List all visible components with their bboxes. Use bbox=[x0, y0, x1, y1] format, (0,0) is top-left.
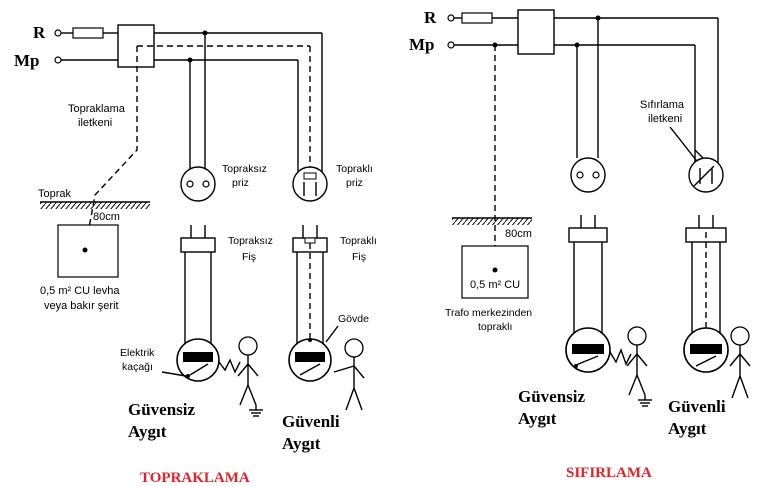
safe-device-label-2: Aygıt bbox=[282, 434, 321, 453]
r-terminal bbox=[54, 29, 62, 37]
topraklama-panel: R Mp Topraklama iletkeni Toprak bbox=[14, 23, 377, 486]
unsafe-device-label-2-right: Aygıt bbox=[518, 409, 557, 428]
earthed-plug-label-1: Topraklı bbox=[340, 235, 377, 247]
depth-label-right: 80cm bbox=[505, 228, 532, 240]
unearthed-plug-label-2: Fiş bbox=[242, 251, 256, 263]
junction-box-right bbox=[517, 9, 555, 55]
safe-device-label-2-right: Aygıt bbox=[668, 419, 707, 438]
unearthed-socket-right bbox=[570, 157, 606, 193]
ground-wire-label-2: iletkeni bbox=[78, 117, 112, 129]
r-label: R bbox=[33, 23, 46, 42]
earth-plate bbox=[57, 224, 119, 278]
leak-label-1: Elektrik bbox=[120, 347, 155, 359]
earthed-plug-label-2: Fiş bbox=[352, 251, 366, 263]
leak-label-2: kaçağı bbox=[122, 361, 153, 373]
mp-terminal bbox=[54, 56, 62, 64]
neutral-wire-label-2: iletkeni bbox=[648, 113, 682, 125]
plate-label-2: veya bakır şerit bbox=[44, 300, 119, 312]
mp-label-right: Mp bbox=[409, 35, 435, 54]
body-label: Gövde bbox=[338, 313, 369, 325]
safe-device-label-1: Güvenli bbox=[282, 412, 340, 431]
safe-person-right bbox=[729, 326, 751, 399]
earthed-socket bbox=[292, 166, 328, 202]
unearthed-plug-right bbox=[568, 227, 608, 243]
plate-label-1: 0,5 m² CU levha bbox=[40, 285, 120, 297]
earthed-socket-label-1: Topraklı bbox=[336, 163, 373, 175]
unsafe-device-label-1: Güvensiz bbox=[128, 400, 196, 419]
safe-person bbox=[333, 338, 365, 411]
plate-label-right: 0,5 m² CU bbox=[470, 279, 520, 291]
neutral-wire-label-1: Sıfırlama bbox=[640, 99, 685, 111]
safe-device-label-1-right: Güvenli bbox=[668, 397, 726, 416]
fuse-right bbox=[461, 12, 493, 24]
mp-label: Mp bbox=[14, 51, 40, 70]
fuse bbox=[72, 27, 104, 39]
r-terminal-right bbox=[447, 14, 455, 22]
unsafe-device-label-1-right: Güvensiz bbox=[518, 387, 586, 406]
topraklama-title: TOPRAKLAMA bbox=[140, 470, 250, 486]
earthed-socket-right bbox=[688, 157, 724, 193]
unearthed-plug-label-1: Topraksız bbox=[228, 235, 273, 247]
unsafe-device-label-2: Aygıt bbox=[128, 422, 167, 441]
unearthed-plug bbox=[180, 237, 216, 253]
shocked-person-right bbox=[626, 326, 652, 407]
unearthed-socket-label-2: priz bbox=[232, 177, 249, 189]
unearthed-socket bbox=[180, 166, 216, 202]
earthed-socket-label-2: priz bbox=[346, 177, 363, 189]
trafo-label-1: Trafo merkezinden bbox=[445, 307, 532, 319]
unearthed-socket-label-1: Topraksız bbox=[222, 163, 267, 175]
mp-terminal-right bbox=[447, 41, 455, 49]
trafo-label-2: topraklı bbox=[478, 321, 512, 333]
ground-label: Toprak bbox=[38, 188, 72, 200]
sifirlama-title: SIFIRLAMA bbox=[566, 465, 652, 481]
ground-wire-label-1: Topraklama bbox=[68, 103, 126, 115]
r-label-right: R bbox=[424, 8, 437, 27]
shocked-person bbox=[237, 336, 263, 417]
depth-label: 80cm bbox=[93, 211, 120, 223]
sifirlama-panel: R Mp Sıfırlama iletkeni 80cm 0,5 m² C bbox=[409, 8, 751, 481]
